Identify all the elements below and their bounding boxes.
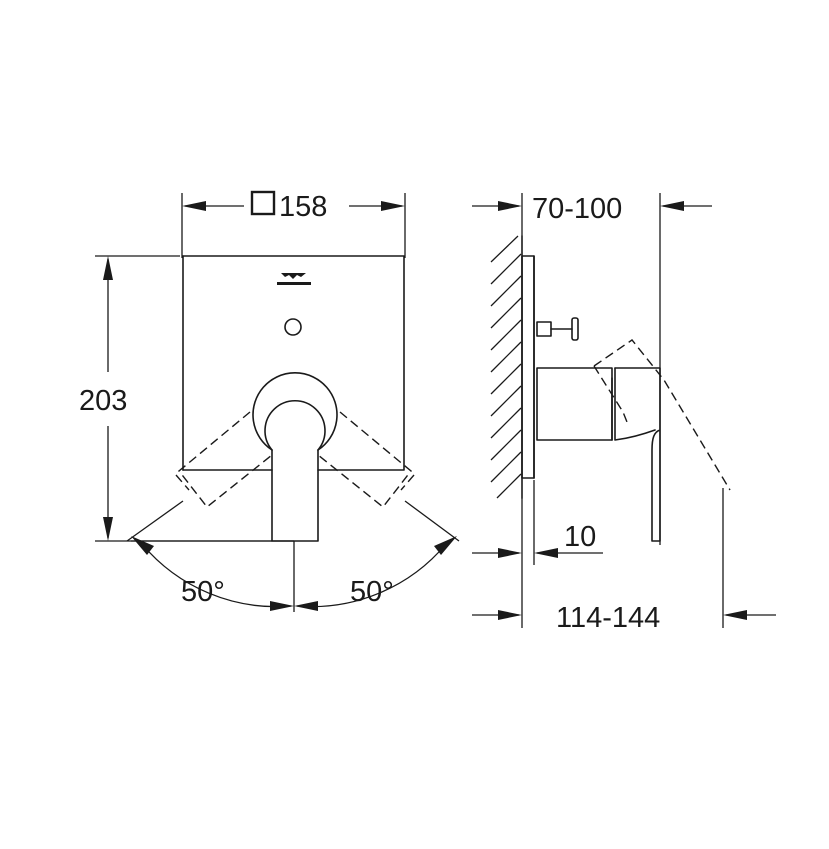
- wall-hatching: [490, 235, 523, 499]
- angle-right-label: 50°: [350, 576, 394, 608]
- lever-position-left: [175, 411, 273, 508]
- lever-handle: [252, 372, 338, 542]
- width-dimension: 158: [181, 190, 406, 258]
- wall-range-label: 70-100: [532, 193, 622, 225]
- height-label: 203: [79, 385, 127, 417]
- height-dimension: 203: [79, 255, 272, 542]
- total-depth-label: 114-144: [556, 602, 660, 634]
- lever-position-side: [593, 339, 731, 491]
- diverter-knob: [284, 318, 302, 336]
- offset-label: 10: [564, 521, 596, 553]
- side-view: 70-100: [472, 193, 776, 634]
- width-label: 158: [279, 191, 327, 223]
- brand-logo-icon: [277, 273, 311, 285]
- angle-dimension: 50° 50°: [126, 500, 460, 612]
- front-view: 158 203: [79, 190, 460, 612]
- offset-dimension: 10: [472, 480, 603, 628]
- lever-position-right: [317, 411, 415, 508]
- total-depth-dimension: 114-144: [472, 488, 776, 634]
- cover-plate-side: [521, 255, 535, 479]
- square-symbol-icon: [250, 190, 276, 216]
- lever-body-side: [536, 367, 661, 542]
- cover-plate: [182, 255, 405, 471]
- diverter-knob-side: [536, 317, 579, 341]
- angle-left-label: 50°: [181, 576, 225, 608]
